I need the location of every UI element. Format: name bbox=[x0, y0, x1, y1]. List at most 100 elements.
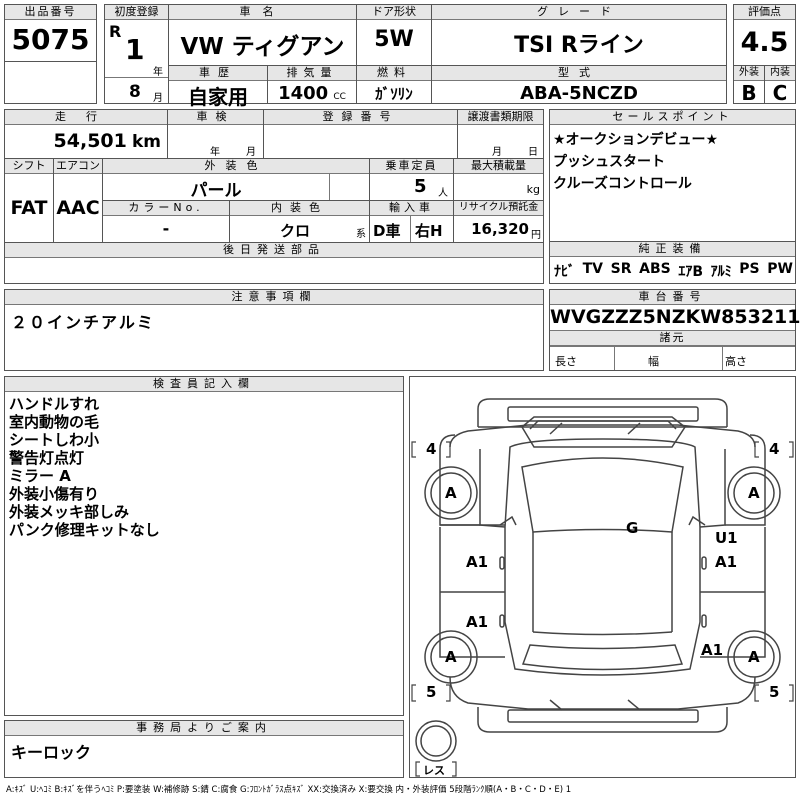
door-cell: ドア形状 5W bbox=[356, 4, 432, 66]
door-type: 5W bbox=[374, 27, 414, 52]
color-number-label: カラーNo. bbox=[103, 201, 229, 216]
shift: FAT bbox=[10, 197, 48, 219]
sales-points-list: ★オークションデビュー★ プッシュスタート クルーズコントロール bbox=[553, 129, 718, 195]
fuel-cell: 燃料 ｶﾞｿﾘﾝ bbox=[356, 65, 432, 104]
tire-rear-left: 5 bbox=[426, 683, 437, 701]
lot-number-label: 出品番号 bbox=[5, 5, 96, 20]
chassis-label: 車台番号 bbox=[550, 290, 795, 305]
equipment-list: ﾅﾋﾞ TV SR ABS ｴｱB ｱﾙﾐ PS PW bbox=[554, 261, 793, 281]
notes-label: 注意事項欄 bbox=[5, 290, 543, 305]
mark-quarter-rear-right: A1 bbox=[701, 641, 724, 659]
inspection-label: 車検 bbox=[168, 110, 263, 125]
interior-cell: 内装 C bbox=[764, 65, 796, 105]
fuel-label: 燃料 bbox=[357, 66, 431, 81]
equipment-item: ABS bbox=[639, 261, 671, 277]
recycle-unit: 円 bbox=[531, 230, 541, 241]
inspector-label: 検査員記入欄 bbox=[5, 377, 403, 392]
header-block: 出品番号 5075 初度登録 R 1 年 8 月 車名 VW ティグアン ドア形… bbox=[4, 4, 796, 109]
ac-cell: エアコン AAC bbox=[53, 158, 103, 243]
mark-door-front-right: A1 bbox=[715, 553, 738, 571]
capacity-label: 乗車定員 bbox=[370, 159, 453, 174]
later-parts-cell: 後日発送部品 bbox=[4, 242, 544, 284]
displacement-cell: 排気量 1400 CC bbox=[267, 65, 357, 104]
first-registration-cell: 初度登録 R 1 年 8 月 bbox=[104, 4, 169, 104]
capacity: 5 bbox=[414, 176, 427, 197]
color-number: - bbox=[162, 219, 170, 238]
inspector-line: ハンドルすれ bbox=[9, 395, 100, 413]
grade: TSI Rライン bbox=[514, 33, 644, 58]
era: R bbox=[109, 22, 122, 41]
inspection-cell: 車検 年 月 bbox=[167, 109, 264, 159]
max-load-label: 最大積載量 bbox=[454, 159, 543, 174]
mark-wheel-front-right: A bbox=[748, 484, 760, 502]
inspector-cell: 検査員記入欄 ハンドルすれ 室内動物の毛 シートしわ小 警告灯点灯 ミラー A … bbox=[4, 376, 404, 716]
mileage-label: 走行 bbox=[5, 110, 167, 125]
office-cell: 事務局よりご案内 キーロック bbox=[4, 720, 404, 778]
exterior-grade: B bbox=[741, 81, 757, 105]
recycle-fee: 16,320 bbox=[471, 220, 529, 238]
interior-color-cell: 内装色 クロ 系 bbox=[229, 200, 370, 243]
lot-number: 5075 bbox=[11, 23, 90, 56]
import-type: D車 bbox=[373, 222, 401, 240]
interior-label: 内装 bbox=[765, 66, 795, 81]
registration-number-label: 登録番号 bbox=[264, 110, 457, 125]
max-load-cell: 最大積載量 kg bbox=[453, 158, 544, 201]
equipment-label: 純正装備 bbox=[550, 242, 795, 257]
score-label: 評価点 bbox=[734, 5, 795, 20]
model-type: ABA-5NCZD bbox=[520, 83, 638, 104]
width-label: 幅 bbox=[648, 355, 659, 368]
equipment-item: SR bbox=[610, 261, 632, 277]
sales-point-item: ★オークションデビュー★ bbox=[553, 132, 719, 148]
exterior-cell: 外装 B bbox=[733, 65, 765, 105]
score-cell: 評価点 4.5 bbox=[733, 4, 796, 66]
spec-label: 諸元 bbox=[550, 331, 795, 346]
notes-text: ２０インチアルミ bbox=[11, 313, 155, 332]
later-parts-label: 後日発送部品 bbox=[5, 243, 543, 258]
mark-wheel-front-left: A bbox=[445, 484, 457, 502]
height-label: 高さ bbox=[725, 355, 747, 368]
document-deadline-label: 譲渡書類期限 bbox=[458, 110, 543, 125]
model-type-label: 型式 bbox=[432, 66, 726, 81]
equipment-item: PW bbox=[767, 261, 793, 277]
color: パール bbox=[190, 181, 242, 201]
office-text: キーロック bbox=[11, 743, 92, 762]
vehicle-name-cell: 車名 VW ティグアン bbox=[168, 4, 357, 66]
equipment-item: TV bbox=[582, 261, 604, 277]
mileage-cell: 走行 54,501 km bbox=[4, 109, 168, 159]
import-label: 輸入車 bbox=[370, 201, 453, 216]
legend: A:ｷｽﾞ U:ﾍｺﾐ B:ｷｽﾞを伴うﾍｺﾐ P:要塗装 W:補修跡 S:錆 … bbox=[6, 785, 572, 795]
mark-door-front-right-dent: U1 bbox=[715, 529, 738, 547]
lot-number-blank bbox=[4, 61, 97, 104]
chassis-cell: 車台番号 WVGZZZ5NZKW853211 諸元 長さ 幅 高さ bbox=[549, 289, 800, 371]
inspection-year-unit: 年 bbox=[210, 147, 220, 158]
shift-label: シフト bbox=[5, 159, 53, 174]
year-unit: 年 bbox=[153, 67, 163, 78]
grade-label: グレード bbox=[432, 5, 726, 20]
interior-color-label: 内装色 bbox=[230, 201, 369, 216]
history-label: 車歴 bbox=[169, 66, 267, 81]
color-number-cell: カラーNo. - bbox=[102, 200, 230, 243]
reg-month: 8 bbox=[129, 82, 141, 102]
grade-cell: グレード TSI Rライン bbox=[431, 4, 727, 66]
mileage: 54,501 km bbox=[54, 130, 161, 152]
displacement-label: 排気量 bbox=[268, 66, 356, 81]
inspector-notes: ハンドルすれ 室内動物の毛 シートしわ小 警告灯点灯 ミラー A 外装小傷有り … bbox=[9, 395, 160, 539]
tire-front-left: 4 bbox=[426, 440, 437, 458]
tire-rear-right: 5 bbox=[769, 683, 780, 701]
color-label: 外装色 bbox=[103, 159, 369, 174]
registration-number-cell: 登録番号 bbox=[263, 109, 458, 159]
car-outline bbox=[411, 398, 794, 777]
first-registration-label: 初度登録 bbox=[105, 5, 168, 20]
inspector-line: 室内動物の毛 bbox=[9, 413, 100, 431]
reg-year: 1 bbox=[125, 33, 145, 66]
displacement-unit: CC bbox=[333, 92, 346, 102]
model: ティグアン bbox=[231, 34, 345, 60]
deadline-day-unit: 日 bbox=[528, 147, 538, 158]
max-load-unit: kg bbox=[526, 183, 540, 196]
import-cell: 輸入車 D車 右H bbox=[369, 200, 454, 243]
document-deadline-cell: 譲渡書類期限 月 日 bbox=[457, 109, 544, 159]
equipment-item: ﾅﾋﾞ bbox=[554, 264, 575, 280]
inspector-line: 外装小傷有り bbox=[9, 485, 100, 503]
tire-front-right: 4 bbox=[769, 440, 780, 458]
spare-tire-label: レス bbox=[423, 764, 445, 777]
